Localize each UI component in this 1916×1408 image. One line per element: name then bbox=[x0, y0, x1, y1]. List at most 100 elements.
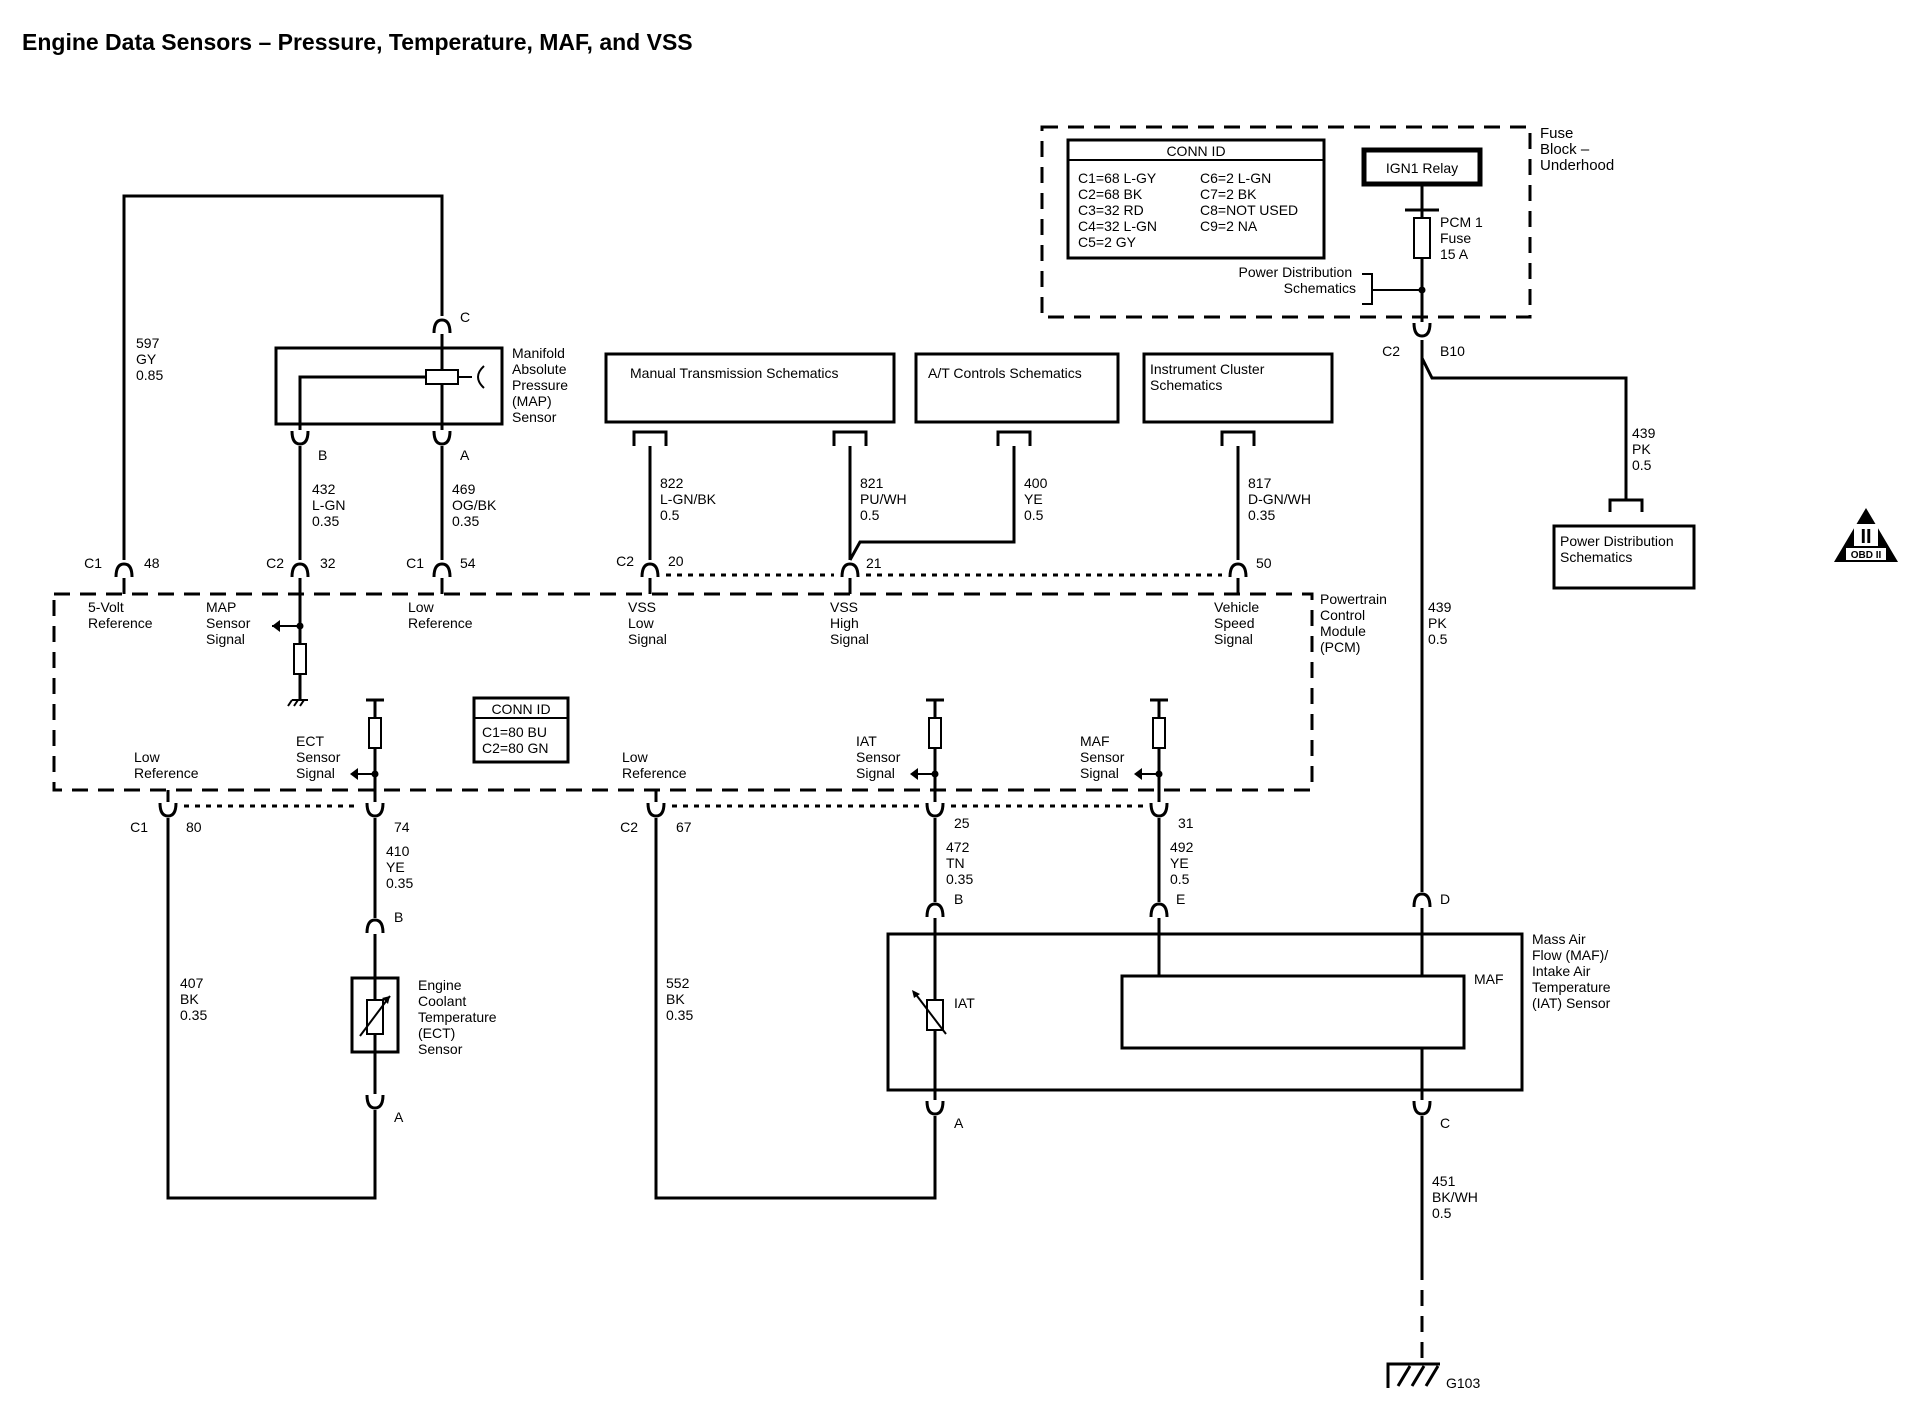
maf-iat-sensor-label: Mass Air Flow (MAF)/ Intake Air Temperat… bbox=[1532, 931, 1614, 1011]
wire-439-branch-label: 439 PK 0.5 bbox=[1632, 425, 1659, 473]
wire-492-label: 492 YE 0.5 bbox=[1170, 839, 1197, 887]
pcm-conn-id-values: C1=80 BU C2=80 GN bbox=[482, 724, 551, 756]
maf-pin-c: C bbox=[1440, 1115, 1450, 1131]
pcm-maf-signal-label: MAF Sensor Signal bbox=[1080, 733, 1128, 781]
ect-sensor-label: Engine Coolant Temperature (ECT) Sensor bbox=[418, 977, 500, 1057]
pin-67: 67 bbox=[676, 819, 692, 835]
pcm-low-reference-c1-label: Low Reference bbox=[134, 749, 199, 781]
instrument-cluster-schematics-label: Instrument Cluster Schematics bbox=[1150, 361, 1268, 393]
ect-pullup-resistor bbox=[368, 717, 382, 749]
fuse-block: Fuse Block – Underhood CONN ID C1=68 L-G… bbox=[1040, 125, 1614, 322]
wire-400-label: 400 YE 0.5 bbox=[1024, 475, 1051, 523]
wire-439-branch bbox=[1420, 357, 1628, 500]
power-dist-schematics-box bbox=[1552, 524, 1696, 590]
map-pin-b: B bbox=[318, 447, 327, 463]
wire-469-label: 469 OG/BK 0.35 bbox=[452, 481, 500, 529]
map-sensor-element-icon bbox=[425, 369, 459, 385]
pin-20: 20 bbox=[668, 553, 684, 569]
pcm-vss-low-label: VSS Low Signal bbox=[628, 599, 667, 647]
maf-pin-e: E bbox=[1176, 891, 1185, 907]
pin-c1-54-conn: C1 bbox=[406, 555, 424, 571]
pcm1-fuse-label: PCM 1 Fuse 15 A bbox=[1440, 214, 1487, 262]
map-sensor-box bbox=[274, 346, 504, 426]
pcm-map-signal-label: MAP Sensor Signal bbox=[206, 599, 254, 647]
fuse-conn-id-right: C6=2 L-GN C7=2 BK C8=NOT USED C9=2 NA bbox=[1200, 170, 1302, 234]
pin-32: 32 bbox=[320, 555, 336, 571]
wire-432-label: 432 L-GN 0.35 bbox=[312, 481, 349, 529]
ign1-relay-label: IGN1 Relay bbox=[1386, 160, 1458, 176]
fuse-conn-id-title: CONN ID bbox=[1166, 143, 1225, 159]
pin-54: 54 bbox=[460, 555, 476, 571]
ground-g103-label: G103 bbox=[1446, 1375, 1480, 1391]
wire-451-label: 451 BK/WH 0.5 bbox=[1432, 1173, 1482, 1221]
map-connector-b bbox=[290, 429, 310, 446]
pin-c1-80-conn: C1 bbox=[130, 819, 148, 835]
pcm-pin-c2-32 bbox=[290, 562, 310, 579]
pin-25: 25 bbox=[954, 815, 970, 831]
iat-element-label: IAT bbox=[954, 995, 975, 1011]
ect-connector-b bbox=[365, 918, 385, 935]
maf-pin-a: A bbox=[954, 1115, 964, 1131]
pcm-low-reference-top-label: Low Reference bbox=[408, 599, 473, 631]
map-pin-a: A bbox=[460, 447, 470, 463]
wire-407-label: 407 BK 0.35 bbox=[180, 975, 207, 1023]
maf-connector-c bbox=[1412, 1099, 1432, 1116]
pcm-ect-signal-label: ECT Sensor Signal bbox=[296, 733, 344, 781]
pcm-conn-id-table bbox=[472, 696, 570, 764]
map-pullup-resistor bbox=[293, 643, 307, 675]
pcm-box bbox=[52, 592, 1314, 792]
obd-ii-icon: II OBD II bbox=[1834, 508, 1898, 562]
wire-410-label: 410 YE 0.35 bbox=[386, 843, 413, 891]
map-connector-c bbox=[432, 318, 452, 335]
fuse-block-label: Fuse Block – Underhood bbox=[1540, 125, 1614, 174]
wire-822-label: 822 L-GN/BK 0.5 bbox=[660, 475, 720, 523]
pcm-label: Powertrain Control Module (PCM) bbox=[1320, 591, 1391, 655]
maf-element-box bbox=[1120, 974, 1466, 1050]
ect-pin-a: A bbox=[394, 1109, 404, 1125]
pcm-conn-id-title: CONN ID bbox=[491, 701, 550, 717]
maf-pullup-resistor bbox=[1152, 717, 1166, 749]
power-dist-schematics-label: Power Distribution Schematics bbox=[1560, 533, 1678, 565]
pcm-vehicle-speed-label: Vehicle Speed Signal bbox=[1214, 599, 1263, 647]
pin-c1-48-conn: C1 bbox=[84, 555, 102, 571]
maf-pin-b: B bbox=[954, 891, 963, 907]
ground-g103-icon bbox=[1386, 1362, 1440, 1388]
pcm-ground-icon bbox=[287, 699, 308, 707]
pin-c2-20-conn: C2 bbox=[616, 553, 634, 569]
pcm1-fuse-icon bbox=[1413, 217, 1431, 259]
map-pin-c: C bbox=[460, 309, 470, 325]
wire-597 bbox=[122, 194, 444, 560]
pcm-pin-31 bbox=[1149, 801, 1169, 818]
pcm-pin-c1-48 bbox=[114, 562, 134, 579]
wire-400 bbox=[848, 446, 1016, 561]
connector-c2-b10 bbox=[1412, 321, 1432, 338]
pin-c2-label: C2 bbox=[1382, 343, 1400, 359]
fuse-conn-id-left: C1=68 L-GY C2=68 BK C3=32 RD C4=32 L-GN … bbox=[1078, 170, 1161, 250]
ign1-relay bbox=[1361, 147, 1483, 187]
wire-597-label: 597 GY 0.85 bbox=[136, 335, 163, 383]
wire-817-label: 817 D-GN/WH 0.35 bbox=[1248, 475, 1315, 523]
pin-31: 31 bbox=[1178, 815, 1194, 831]
pcm-5v-reference-label: 5-Volt Reference bbox=[88, 599, 153, 631]
page-title: Engine Data Sensors – Pressure, Temperat… bbox=[22, 29, 693, 55]
maf-connector-b bbox=[925, 902, 945, 919]
wire-821-label: 821 PU/WH 0.5 bbox=[860, 475, 911, 523]
pin-74: 74 bbox=[394, 819, 410, 835]
pin-80: 80 bbox=[186, 819, 202, 835]
at-controls-schematics-box bbox=[914, 352, 1120, 424]
maf-element-label: MAF bbox=[1474, 971, 1504, 987]
pcm-pin-c1-54 bbox=[432, 562, 452, 579]
pcm-pin-50 bbox=[1228, 562, 1248, 579]
iat-pullup-resistor bbox=[928, 717, 942, 749]
map-connector-a bbox=[432, 429, 452, 446]
pin-c2-32-conn: C2 bbox=[266, 555, 284, 571]
pcm-pin-c2-20 bbox=[640, 562, 660, 579]
pin-48: 48 bbox=[144, 555, 160, 571]
maf-pin-d: D bbox=[1440, 891, 1450, 907]
wire-552-label: 552 BK 0.35 bbox=[666, 975, 693, 1023]
pcm-iat-signal-label: IAT Sensor Signal bbox=[856, 733, 904, 781]
pcm-pin-c2-67 bbox=[646, 801, 666, 818]
wire-439-main-label: 439 PK 0.5 bbox=[1428, 599, 1455, 647]
pin-21: 21 bbox=[866, 555, 882, 571]
